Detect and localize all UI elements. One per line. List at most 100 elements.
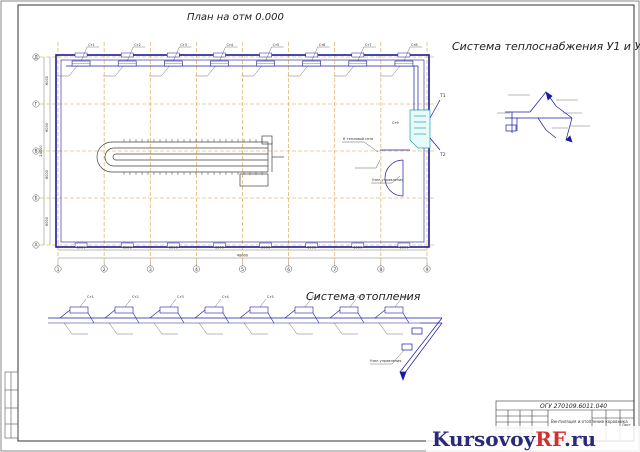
window-bottom-6 <box>305 242 318 248</box>
heating-note-leader-2 <box>391 349 405 365</box>
dim-span-6: 6000 <box>307 246 317 250</box>
stand-return-5 <box>267 312 275 324</box>
stand-radiator-3 <box>159 306 179 314</box>
watermark-part1: Kursovoy <box>432 427 537 451</box>
axis-label-5: 5 <box>241 267 244 273</box>
heating-system-title: Система отопления <box>306 290 421 303</box>
dim-row-span-3: 6000 <box>45 169 49 179</box>
axis-label-8: 8 <box>379 267 382 273</box>
heater-label: Ст9 <box>392 121 399 125</box>
stand-label-4: Ст4 <box>222 295 229 299</box>
stand-note-leader-7 <box>333 322 343 335</box>
dim-span-5: 6000 <box>261 246 271 250</box>
stand-riser-3 <box>149 309 161 319</box>
window-top-6 <box>305 52 318 58</box>
axis-grid <box>40 42 436 262</box>
dim-row-span-2: 6000 <box>45 122 49 132</box>
radiator-label-2: Ст2 <box>134 43 141 47</box>
plan-leaders <box>342 141 401 184</box>
stand-note-leader-4 <box>198 322 208 335</box>
stand-leader-2 <box>124 298 132 308</box>
radiator-note-leader-7 <box>345 65 354 77</box>
stand-return-1 <box>87 312 95 324</box>
window-bottom-1 <box>74 242 88 248</box>
axis-label-Д: Д <box>34 55 38 61</box>
plan-title: План на отм 0.000 <box>187 12 284 23</box>
stand-radiator-2 <box>114 306 134 314</box>
radiator-note-leader-5 <box>253 65 262 77</box>
window-bottom-8 <box>397 242 411 248</box>
stand-note-leader-3 <box>153 322 163 335</box>
window-top-5 <box>259 52 272 58</box>
dim-total-width: 24000 <box>39 145 43 157</box>
axis-bubble-В <box>32 147 40 155</box>
stand-riser-4 <box>194 309 206 319</box>
watermark: KursovoyRF.ru <box>426 426 640 452</box>
radiator-leader-3 <box>173 46 180 62</box>
stand-riser-7 <box>329 309 341 319</box>
axis-bubble-А <box>32 241 40 249</box>
stand-radiator-4 <box>204 306 224 314</box>
dim-total-length: 48000 <box>237 254 249 258</box>
radiator-note-leader-2 <box>115 65 124 77</box>
radiator-label-6: Ст6 <box>319 43 326 47</box>
radiator-label-4: Ст4 <box>226 43 233 47</box>
title-block-sheet: Лист <box>622 423 631 427</box>
stand-radiator-1 <box>69 306 89 314</box>
stand-label-7: Ст7 <box>357 295 364 299</box>
radiator-leader-8 <box>403 46 411 62</box>
heating-note-control: Узел управления <box>370 359 401 363</box>
stand-radiator-5 <box>249 306 269 314</box>
entry-t2-label: Т2 <box>439 152 446 158</box>
radiator-leader-6 <box>311 46 318 62</box>
stall-dividers <box>123 139 263 175</box>
window-top-4 <box>213 52 226 58</box>
axis-label-6: 6 <box>287 267 290 273</box>
stand-leader-3 <box>169 298 177 308</box>
window-bottom-2 <box>120 242 134 248</box>
stand-leader-4 <box>214 298 222 308</box>
axis-label-В: В <box>34 149 37 155</box>
heat-supply-annotations <box>497 94 590 129</box>
stand-riser-1 <box>59 309 71 319</box>
heat-supply-title: Система теплоснабжения У1 и У2 <box>452 40 640 53</box>
radiator-label-3: Ст3 <box>180 43 187 47</box>
heater-unit <box>380 66 441 197</box>
stand-label-3: Ст3 <box>177 295 184 299</box>
axis-label-Г: Г <box>35 102 38 108</box>
window-bottom-7 <box>351 242 365 248</box>
radiator-note-leader-6 <box>299 65 308 77</box>
title-block-name: Вентиляция и отопление коровника <box>551 419 628 424</box>
stand-return-7 <box>357 312 365 324</box>
stand-leader-8 <box>394 298 402 308</box>
radiator-label-8: Ст8 <box>411 43 418 47</box>
axis-bubble-Д <box>32 53 40 61</box>
stand-note-leader-6 <box>288 322 298 335</box>
stand-label-1: Ст1 <box>87 295 94 299</box>
stand-radiator-6 <box>294 306 314 314</box>
stand-riser-8 <box>374 309 386 319</box>
window-bottom-4 <box>213 242 226 248</box>
stand-return-3 <box>177 312 185 324</box>
stall-loop <box>96 135 284 187</box>
svg-text:KursovoyRF.ru: KursovoyRF.ru <box>432 427 596 451</box>
heat-supply-iso <box>505 91 573 143</box>
stand-return-2 <box>132 312 140 324</box>
dim-span-8: 6000 <box>399 246 409 250</box>
watermark-part3: .ru <box>564 427 596 451</box>
stand-riser-2 <box>104 309 116 319</box>
window-top-1 <box>74 52 88 58</box>
window-top-2 <box>120 52 134 58</box>
dim-row-span-1: 6000 <box>45 75 49 85</box>
axis-bubble-Г <box>32 100 40 108</box>
radiator-note-leader-1 <box>68 65 78 77</box>
window-top-3 <box>167 52 180 58</box>
stand-label-5: Ст5 <box>267 295 274 299</box>
plan-note-control: Узел управления <box>372 178 403 182</box>
window-top-8 <box>397 52 411 58</box>
dim-span-7: 6000 <box>353 246 363 250</box>
